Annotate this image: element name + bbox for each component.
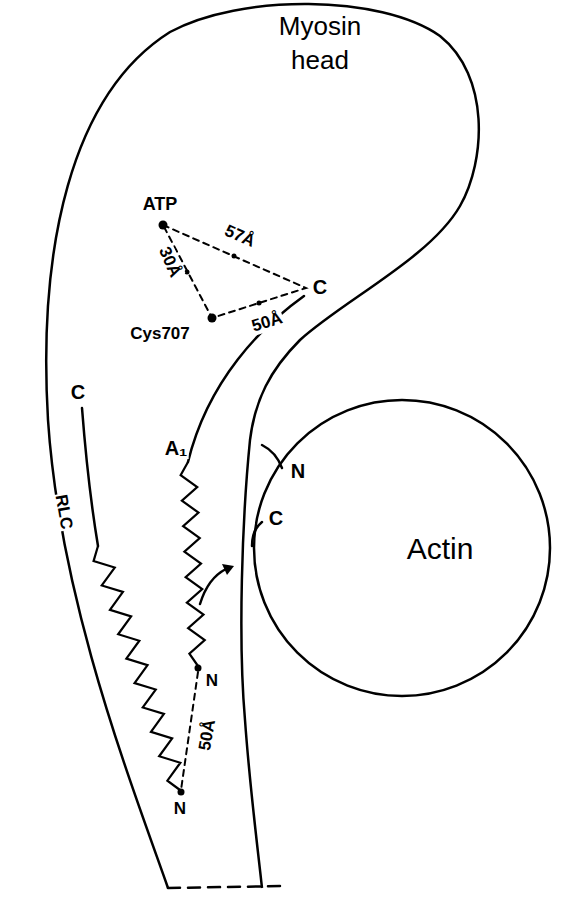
node-text: Actin	[407, 532, 474, 565]
cys707-site	[208, 314, 217, 323]
atp-site	[159, 221, 168, 230]
chain-label: RLC	[52, 492, 75, 531]
cut-line	[168, 886, 285, 888]
node-title: Myosin head	[250, 10, 390, 78]
distance-line	[181, 672, 198, 790]
terminus-label: N	[205, 672, 219, 689]
label-text: C	[268, 507, 284, 529]
actin-circle	[254, 400, 550, 696]
distance-label: 30Å	[155, 243, 184, 280]
terminus-label: N	[290, 461, 306, 481]
actin-outline	[252, 398, 552, 698]
site-label: Cys707	[129, 325, 191, 342]
label-text: C	[312, 276, 328, 298]
contact-arrow	[200, 569, 226, 604]
label-text: 50Å	[195, 717, 219, 753]
label-text: N	[205, 671, 219, 690]
terminus-label: C	[312, 277, 328, 297]
label-text: 57Å	[221, 221, 259, 252]
midpoint-dot	[232, 254, 237, 259]
helix-zigzag	[94, 546, 181, 790]
label-text: Cys707	[129, 324, 191, 343]
label-text: C	[70, 381, 86, 403]
distance-label: 50Å	[196, 717, 219, 753]
label-text: N	[290, 460, 306, 482]
site-label: ATP	[142, 195, 179, 213]
light-chain-line	[82, 408, 98, 546]
label-text: A₁	[164, 437, 189, 459]
terminus-label: C	[268, 508, 284, 528]
node-text: Myosin head	[279, 11, 361, 75]
label-text: ATP	[142, 194, 179, 214]
arrow-head	[222, 564, 234, 575]
distance-label: 57Å	[221, 221, 258, 250]
light-chain-line	[188, 296, 304, 462]
distance-label: 50Å	[249, 309, 286, 335]
label-text: 30Å	[155, 243, 186, 281]
actin-filament: Actin	[252, 398, 552, 698]
label-text: N	[173, 799, 187, 818]
head-outline-path	[46, 4, 479, 888]
label-text: RLC	[51, 492, 76, 532]
helix-zigzag	[181, 462, 205, 666]
midpoint-dot	[257, 301, 262, 306]
label-text: 50Å	[248, 308, 285, 336]
chain-label: A₁	[164, 438, 189, 458]
node-title: Actin	[380, 529, 500, 568]
terminus-label: N	[173, 800, 187, 817]
terminus-label: C	[70, 382, 86, 402]
